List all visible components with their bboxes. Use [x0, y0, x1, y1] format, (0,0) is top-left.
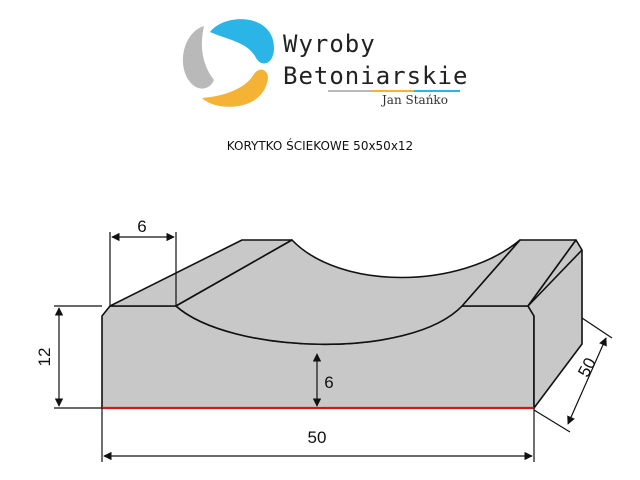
- dim-diag-ext-bottom: [533, 409, 571, 433]
- brand-line-2: Betoniarskie: [283, 62, 469, 90]
- product-title: KORYTKO ŚCIEKOWE 50x50x12: [226, 139, 414, 153]
- dimensions: [54, 232, 613, 462]
- brand-line-1: Wyroby: [283, 30, 376, 58]
- dim-rim-label: 6: [137, 217, 146, 236]
- brand-rule-blue: [414, 90, 460, 92]
- dim-diag-line: [567, 337, 607, 425]
- owner-name: Jan Stańko: [382, 93, 448, 107]
- right-chamfer-line: [527, 249, 583, 307]
- brand-rule-gray: [328, 90, 372, 92]
- dim-height-label: 12: [35, 348, 54, 367]
- dim-length-label: 50: [308, 428, 327, 447]
- swirl-logo-icon: [182, 19, 274, 107]
- channel-body: [101, 239, 583, 409]
- brand-rule-yellow: [372, 90, 414, 92]
- channel-surface: [175, 239, 521, 346]
- dim-diag-label: 50: [574, 355, 600, 381]
- dim-diag-ext-top: [581, 317, 613, 339]
- dim-depth-label: 6: [324, 373, 333, 392]
